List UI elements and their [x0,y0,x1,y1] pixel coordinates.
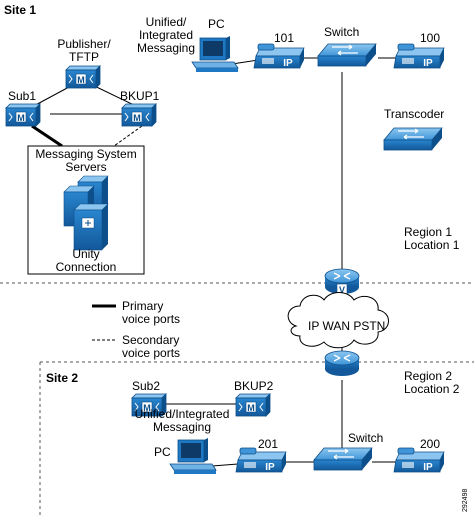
site1-switch-label: Switch [324,25,360,39]
sub2-label: Sub2 [132,379,161,393]
legend-secondary-label: Secondary voice ports [122,333,181,360]
site2-pc-label: PC [154,445,171,459]
phone-201-label: 201 [258,437,279,451]
bkup2-label: BKUP2 [234,379,274,393]
site1-label: Site 1 [4,3,37,17]
sub1-call-manager-icon[interactable] [5,103,41,127]
site2-pc-icon[interactable] [169,437,217,475]
site1-um-label: Unified/ Integrated Messaging [136,15,196,55]
phone-101-label: 101 [274,31,295,45]
messaging-box-title: Messaging System Servers [35,147,137,174]
phone-100-label: 100 [420,31,441,45]
publisher-call-manager-icon[interactable] [65,65,101,89]
secondary-link [113,125,143,147]
legend-primary-label: Primary voice ports [122,299,181,326]
cloud-icon [287,292,389,349]
site1-pc-icon[interactable] [191,35,239,73]
publisher-label: Publisher/ TFTP [57,37,111,64]
site2-switch-label: Switch [348,431,384,445]
phone-200-icon[interactable] [393,447,445,474]
bkup2-call-manager-icon[interactable] [235,393,271,417]
sub1-label: Sub1 [8,89,37,103]
unity-connection-label: Unity Connection [55,247,117,274]
site2-boundary [39,361,474,515]
bkup1-label: BKUP1 [120,89,160,103]
figure-id: 292498 [462,488,469,512]
wan-label: IP WAN PSTN [308,319,386,333]
voice-router-icon[interactable]: V [324,268,360,295]
phone-101-icon[interactable] [253,43,305,70]
phone-100-icon[interactable] [393,43,445,70]
bkup1-call-manager-icon[interactable] [121,103,157,127]
site1-pc-label: PC [208,17,225,31]
phone-200-label: 200 [420,437,441,451]
region2-label: Region 2 Location 2 [404,369,460,396]
site2-label: Site 2 [46,371,79,385]
server-stack-icon[interactable] [63,175,109,251]
site2-um-label: Unified/Integrated Messaging [134,407,230,434]
transcoder-label: Transcoder [384,107,445,121]
phone-201-icon[interactable] [235,447,287,474]
svg-text:V: V [339,285,345,295]
site1-switch-icon[interactable] [317,43,377,67]
transcoder-switch-icon[interactable] [383,127,443,151]
site2-switch-icon[interactable] [313,447,373,471]
site2-router-icon[interactable] [324,350,360,377]
region1-label: Region 1 Location 1 [404,225,460,252]
